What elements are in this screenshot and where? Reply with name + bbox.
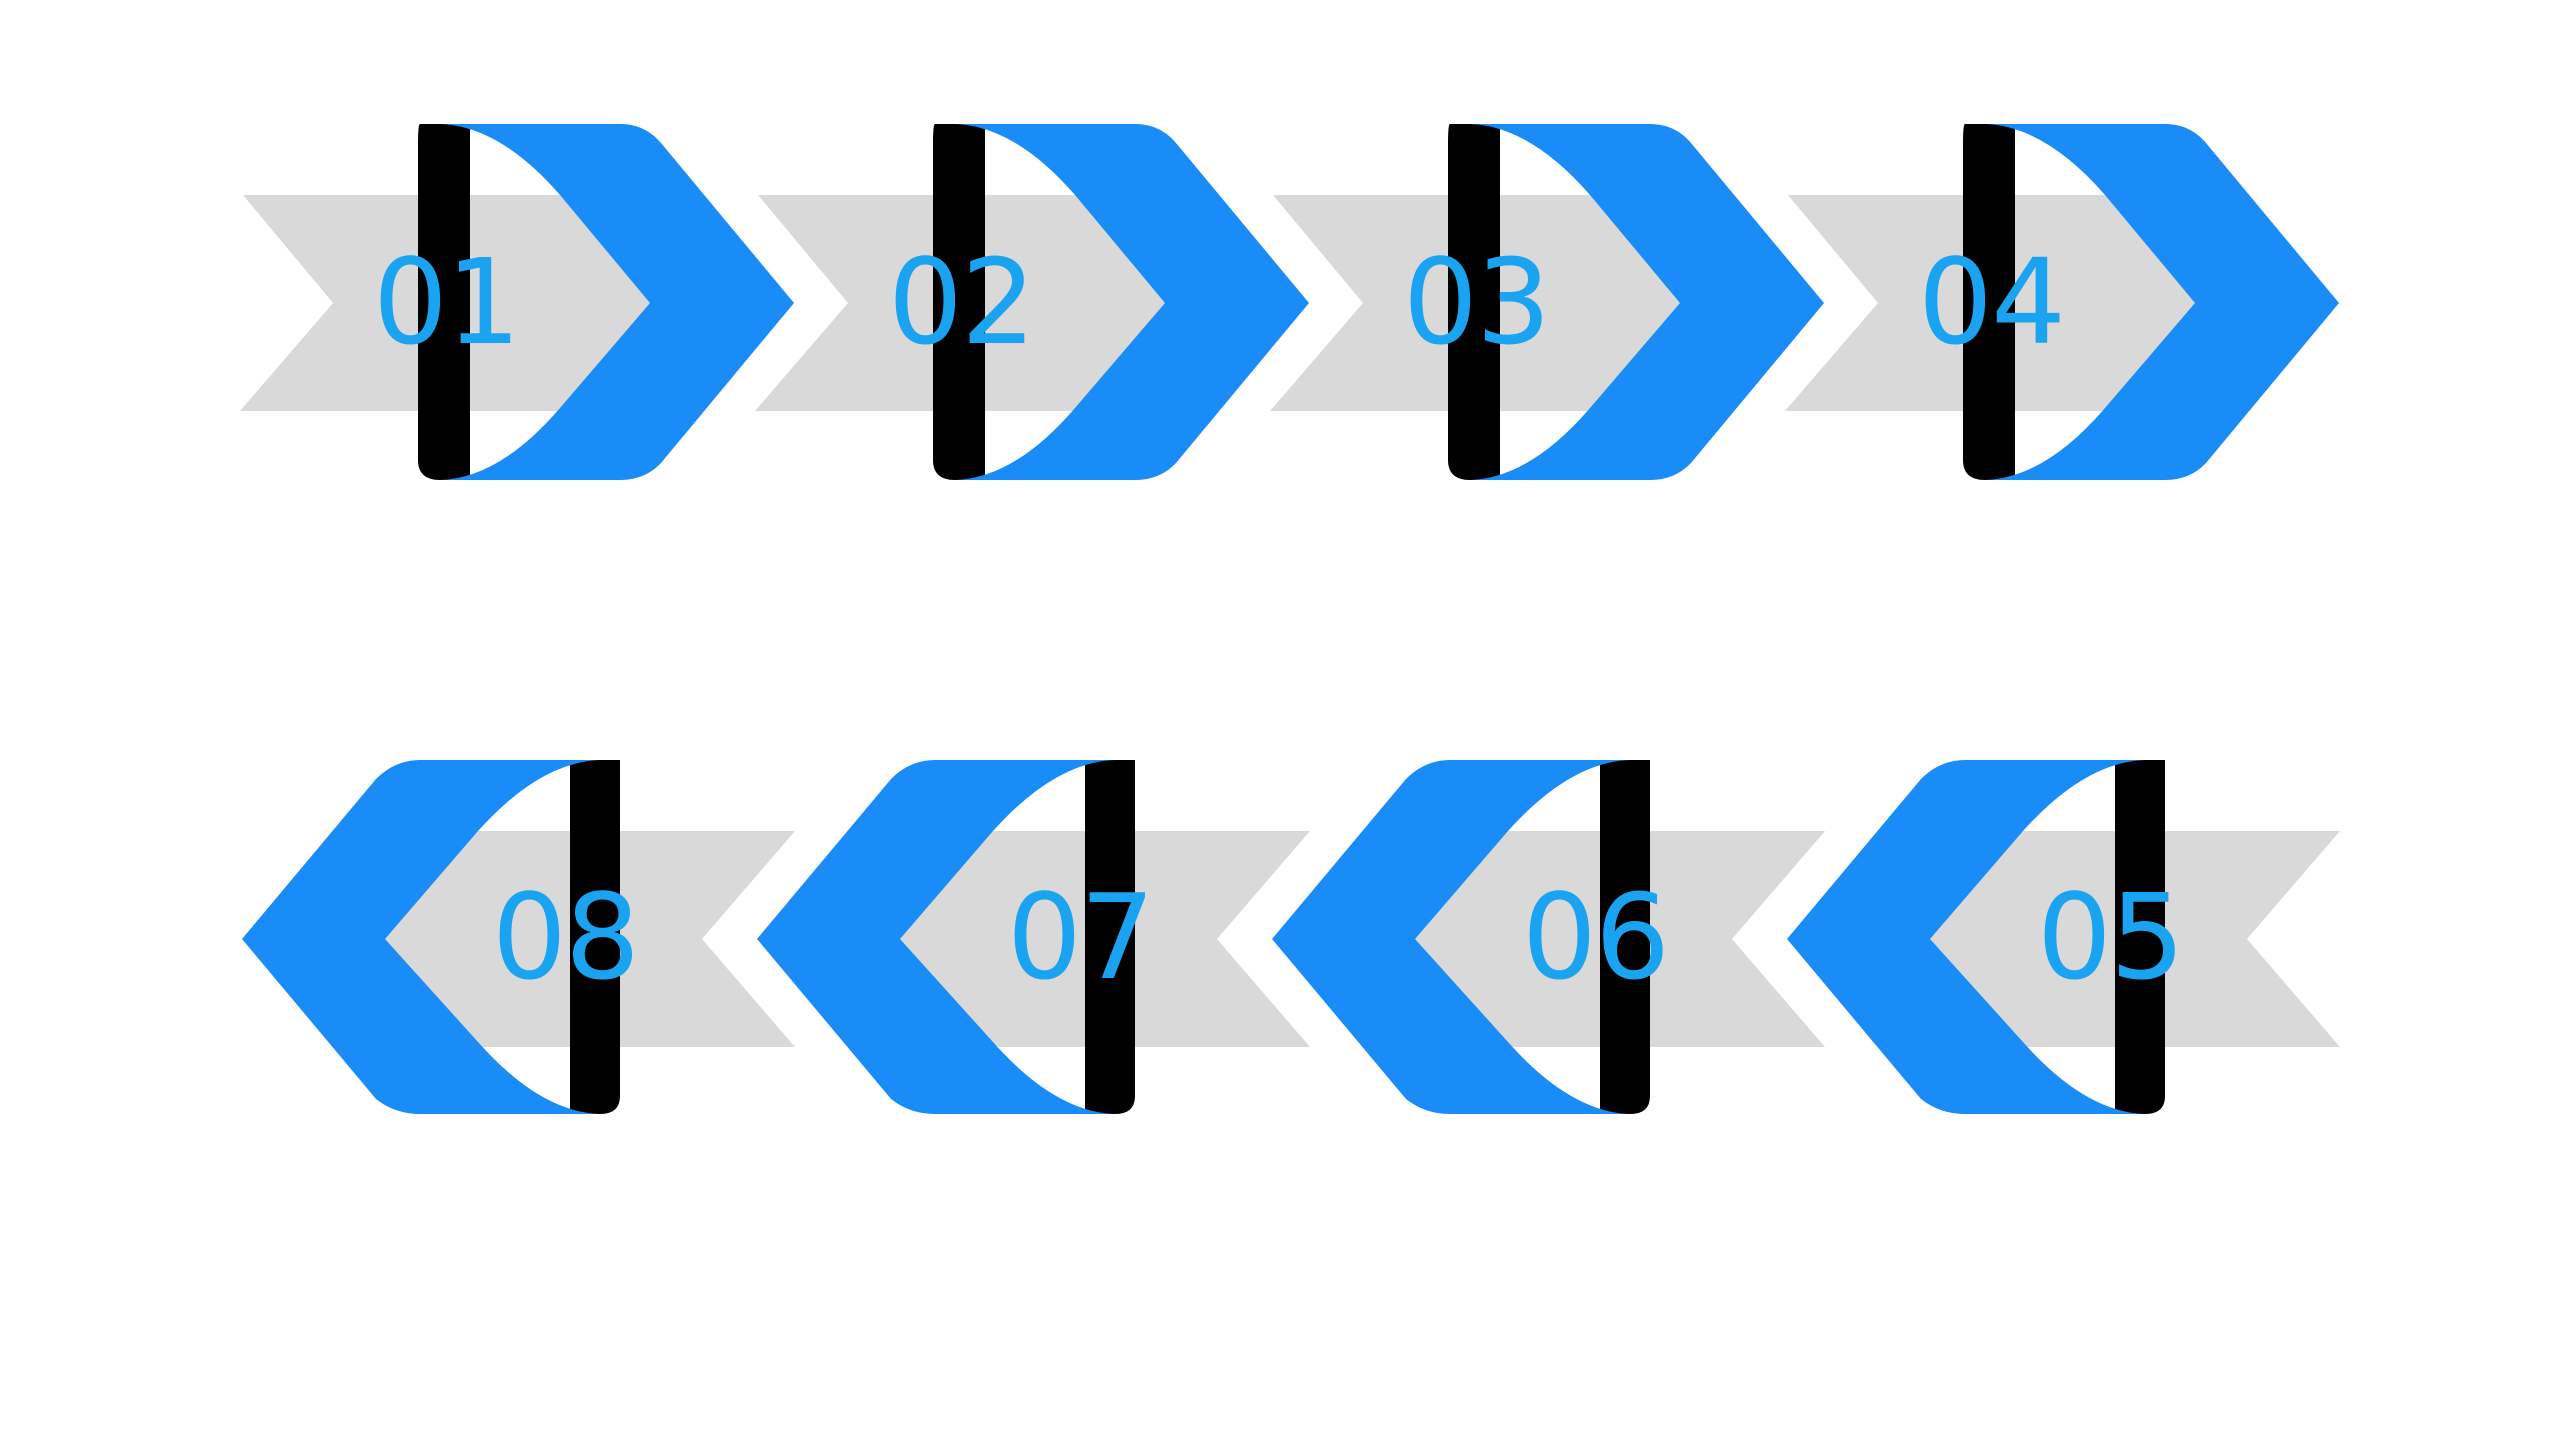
chevron-blue <box>1470 124 1824 480</box>
chevron-blue <box>757 760 1115 1114</box>
chevron-blue <box>1787 760 2145 1114</box>
row-bottom: 08 07 06 05 <box>242 760 2340 1114</box>
chevron-shadow <box>1448 124 1500 480</box>
step-arrow-01: 01 <box>240 124 794 480</box>
chevron-shadow <box>570 760 620 1114</box>
chevron-blue <box>1985 124 2339 480</box>
step-number: 05 <box>2037 868 2183 1006</box>
step-number: 01 <box>373 233 519 371</box>
chevron-shadow <box>418 124 470 480</box>
chevron-blue <box>440 124 794 480</box>
step-arrow-03: 03 <box>1270 124 1824 480</box>
chevron-shadow <box>1963 124 2015 480</box>
step-number: 04 <box>1918 233 2064 371</box>
step-number: 07 <box>1007 868 1153 1006</box>
step-arrow-06: 06 <box>1272 760 1825 1114</box>
chevron-blue <box>1272 760 1630 1114</box>
chevron-shadow <box>933 124 985 480</box>
chevron-shadow <box>1600 760 1650 1114</box>
step-number: 02 <box>888 233 1034 371</box>
step-number: 06 <box>1522 868 1668 1006</box>
step-arrow-04: 04 <box>1785 124 2339 480</box>
chevron-blue <box>242 760 600 1114</box>
step-number: 03 <box>1403 233 1549 371</box>
chevron-shadow <box>2115 760 2165 1114</box>
chevron-shadow <box>1085 760 1135 1114</box>
row-top: 01 02 03 04 <box>240 124 2339 480</box>
step-arrow-02: 02 <box>755 124 1309 480</box>
step-arrow-05: 05 <box>1787 760 2340 1114</box>
step-arrow-07: 07 <box>757 760 1310 1114</box>
step-number: 08 <box>492 868 638 1006</box>
chevron-blue <box>955 124 1309 480</box>
step-arrow-08: 08 <box>242 760 795 1114</box>
